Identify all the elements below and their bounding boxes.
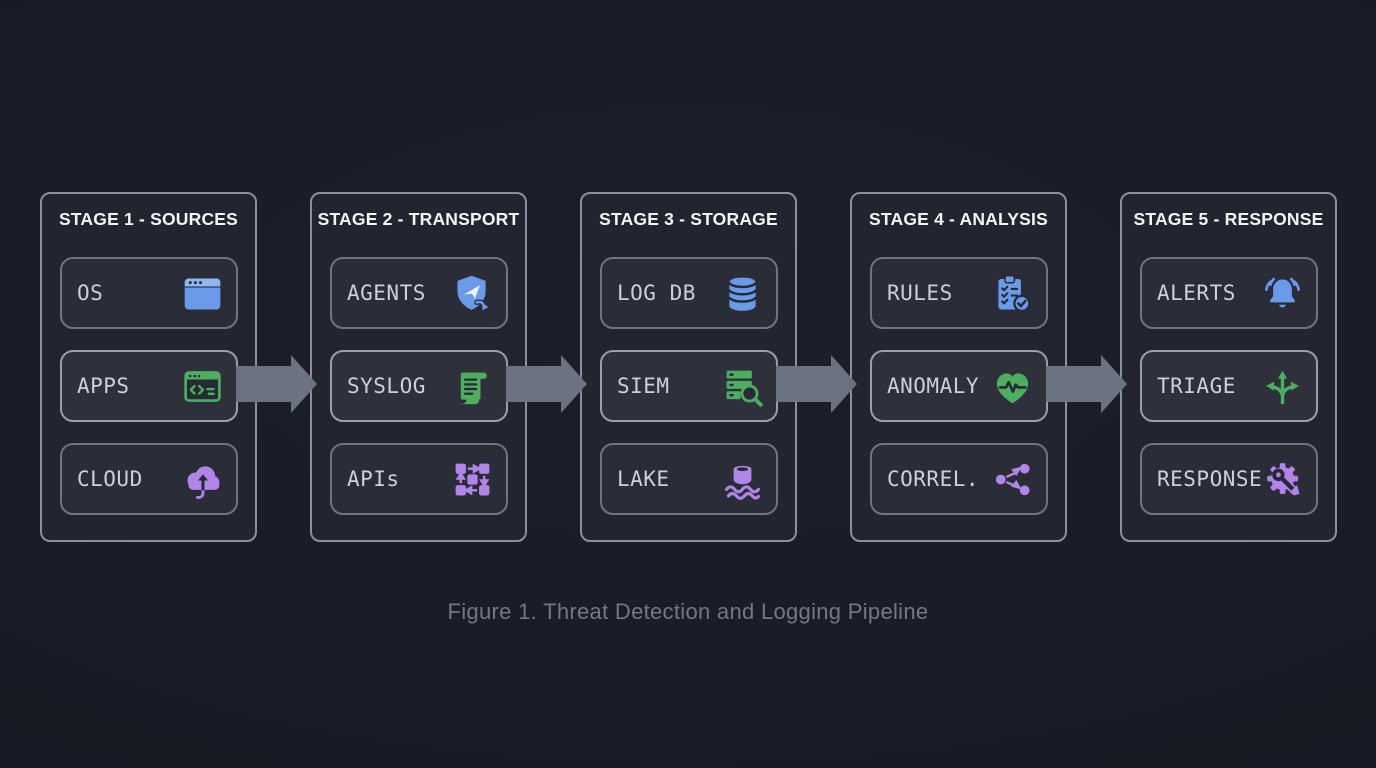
stage-panel: STAGE 4 - ANALYSIS RULES ANOMALY CORREL. xyxy=(850,192,1067,542)
code-window-icon xyxy=(180,364,225,409)
node-label: TRIAGE xyxy=(1157,374,1236,398)
share-nodes-icon xyxy=(990,457,1035,502)
flow-arrow xyxy=(506,355,587,413)
stage-title: STAGE 2 - TRANSPORT xyxy=(317,209,520,229)
heart-pulse-icon xyxy=(990,364,1035,409)
node-label: SIEM xyxy=(617,374,670,398)
node-label: AGENTS xyxy=(347,281,426,305)
clipboard-check-icon xyxy=(990,271,1035,316)
figure-caption: Figure 1. Threat Detection and Logging P… xyxy=(447,599,929,624)
browser-window-icon xyxy=(180,271,225,316)
pipeline-node: APIs xyxy=(330,443,508,515)
node-label: LOG DB xyxy=(617,281,696,305)
node-label: ALERTS xyxy=(1157,281,1236,305)
node-label: LAKE xyxy=(617,467,670,491)
stage-title: STAGE 5 - RESPONSE xyxy=(1133,209,1324,229)
node-label: RULES xyxy=(887,281,953,305)
shield-send-icon xyxy=(450,271,495,316)
pipeline-node: LAKE xyxy=(600,443,778,515)
pipeline-node: SIEM xyxy=(600,350,778,422)
node-label: SYSLOG xyxy=(347,374,426,398)
stage-panel: STAGE 5 - RESPONSE ALERTS TRIAGE RESPONS… xyxy=(1120,192,1337,542)
node-label: APPS xyxy=(77,374,130,398)
pipeline-node: APPS xyxy=(60,350,238,422)
pipeline-node: CLOUD xyxy=(60,443,238,515)
stage-title: STAGE 1 - SOURCES xyxy=(58,209,239,229)
stage-panel: STAGE 1 - SOURCES OS APPS CLOUD xyxy=(40,192,257,542)
pipeline-node: AGENTS xyxy=(330,257,508,329)
branch-arrows-icon xyxy=(1260,364,1305,409)
database-icon xyxy=(720,271,765,316)
flow-arrow xyxy=(776,355,857,413)
pipeline-node: OS xyxy=(60,257,238,329)
bell-ring-icon xyxy=(1260,271,1305,316)
pipeline-node: RESPONSE xyxy=(1140,443,1318,515)
node-label: OS xyxy=(77,281,104,305)
flow-arrow xyxy=(1046,355,1127,413)
pipeline-node: CORREL. xyxy=(870,443,1048,515)
network-squares-icon xyxy=(450,457,495,502)
data-lake-icon xyxy=(720,457,765,502)
pipeline-node: RULES xyxy=(870,257,1048,329)
pipeline-node: ANOMALY xyxy=(870,350,1048,422)
pipeline-node: LOG DB xyxy=(600,257,778,329)
node-label: ANOMALY xyxy=(887,374,980,398)
node-label: CORREL. xyxy=(887,467,980,491)
node-label: CLOUD xyxy=(77,467,143,491)
stage-title: STAGE 4 - ANALYSIS xyxy=(869,209,1048,229)
pipeline-node: TRIAGE xyxy=(1140,350,1318,422)
stage-panel: STAGE 2 - TRANSPORT AGENTS SYSLOG APIs xyxy=(310,192,527,542)
flow-arrow xyxy=(236,355,317,413)
server-search-icon xyxy=(720,364,765,409)
scroll-icon xyxy=(450,364,495,409)
gear-wrench-icon xyxy=(1262,457,1307,502)
cloud-upload-icon xyxy=(180,457,225,502)
pipeline-node: SYSLOG xyxy=(330,350,508,422)
node-label: RESPONSE xyxy=(1157,467,1263,491)
pipeline-node: ALERTS xyxy=(1140,257,1318,329)
node-label: APIs xyxy=(347,467,400,491)
stage-panel: STAGE 3 - STORAGE LOG DB SIEM LAKE xyxy=(580,192,797,542)
stage-title: STAGE 3 - STORAGE xyxy=(599,209,778,229)
